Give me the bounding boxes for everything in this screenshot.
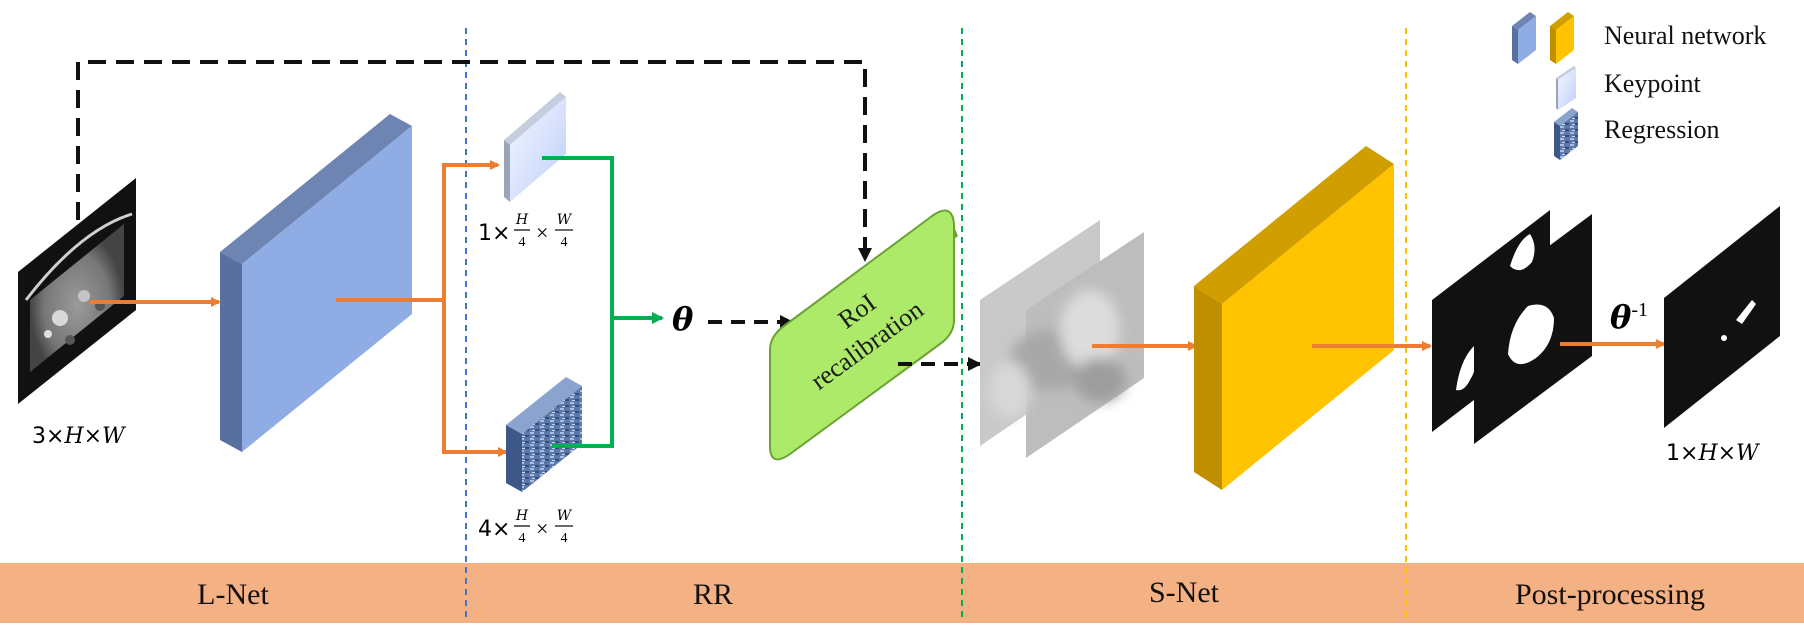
regression-dims-fractions: H 4 × W 4 — [514, 508, 573, 546]
input-dims-label: 3×H×W — [32, 424, 127, 449]
legend-regression-icon — [1554, 108, 1578, 160]
lnet-network-block — [220, 114, 412, 452]
regression-times: × — [536, 516, 548, 541]
keypoint-dims-coef: 1× — [478, 221, 510, 246]
stage-label-lnet: L-Net — [197, 578, 269, 611]
regression-frac-h-num: H — [515, 508, 529, 524]
output-mask — [1664, 206, 1780, 428]
regression-frac-w-den: 4 — [561, 531, 568, 546]
keypoint-frac-w-num: W — [557, 212, 573, 228]
regression-dims-coef: 4× — [478, 517, 510, 542]
snet-network-block — [1194, 146, 1394, 490]
green-line-keypoint — [542, 156, 614, 318]
output-dims-coef: 1× — [1666, 441, 1698, 466]
legend-regression-label: Regression — [1604, 115, 1720, 144]
keypoint-times: × — [536, 220, 548, 245]
keypoint-frac-h-den: 4 — [519, 235, 526, 250]
regression-frac-h-den: 4 — [519, 531, 526, 546]
bottom-stage-bar — [0, 563, 1804, 623]
keypoint-heatmap — [504, 92, 566, 202]
regression-frac-w-num: W — [557, 508, 573, 524]
stage-label-snet: S-Net — [1149, 576, 1220, 609]
regression-dims-label: 4× — [478, 517, 510, 542]
regression-map — [506, 377, 582, 492]
theta-symbol: θ — [672, 300, 694, 338]
legend-network-icon — [1512, 12, 1574, 64]
theta-inverse-label: θ-1 — [1610, 298, 1648, 336]
legend-keypoint-label: Keypoint — [1604, 69, 1702, 98]
arrow-lnet-to-regression — [442, 300, 508, 457]
cropped-input-images — [980, 220, 1144, 458]
legend-network-label: Neural network — [1604, 21, 1766, 50]
keypoint-frac-w-den: 4 — [561, 235, 568, 250]
legend: Neural network Keypoint Regression — [1512, 12, 1766, 160]
stage-label-post-processing: Post-processing — [1515, 578, 1705, 611]
keypoint-dims-label: 1× — [478, 221, 510, 246]
green-line-regression — [552, 318, 614, 448]
input-dims-coef: 3× — [32, 424, 64, 449]
skip-connection-arrow — [76, 60, 872, 262]
arrow-lnet-branch — [336, 160, 500, 302]
predicted-masks — [1432, 210, 1592, 444]
output-dims-vars: H×W — [1697, 441, 1761, 466]
legend-keypoint-icon — [1556, 66, 1576, 110]
theta-inverse-exponent: -1 — [1631, 299, 1648, 321]
input-dims-vars: H×W — [63, 424, 127, 449]
theta-inverse-symbol: θ — [1610, 298, 1632, 336]
keypoint-dims-fractions: H 4 × W 4 — [514, 212, 573, 250]
stage-label-rr: RR — [693, 578, 733, 611]
output-dims-label: 1×H×W — [1666, 441, 1761, 466]
input-ct-image — [18, 178, 136, 404]
keypoint-frac-h-num: H — [515, 212, 529, 228]
